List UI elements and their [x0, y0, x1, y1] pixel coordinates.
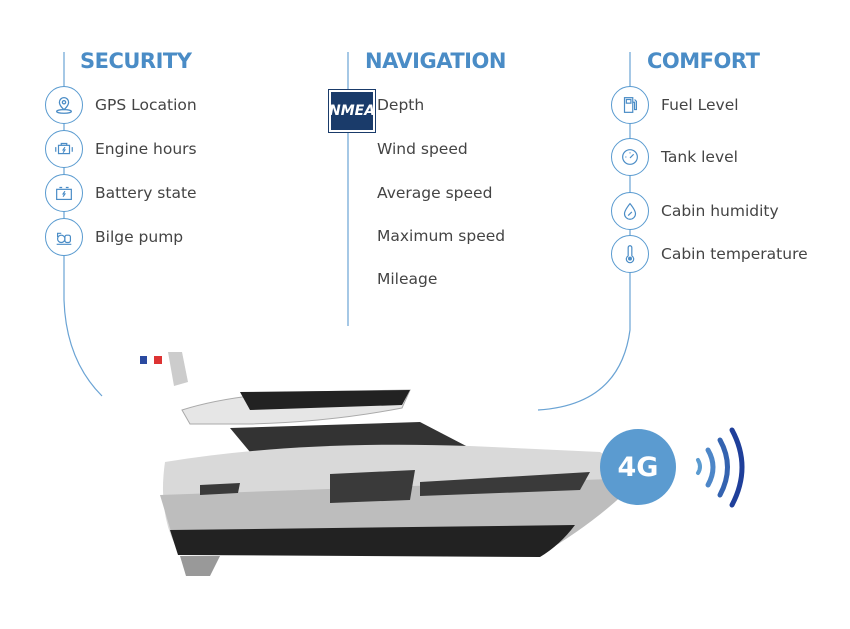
navigation-item: Depth — [377, 96, 425, 114]
fuel-icon — [611, 86, 649, 124]
humidity-icon — [611, 192, 649, 230]
security-item: Battery state — [95, 184, 197, 202]
navigation-item: Wind speed — [377, 140, 468, 158]
navigation-item: Average speed — [377, 184, 493, 202]
comfort-item: Cabin temperature — [661, 245, 808, 263]
security-item: GPS Location — [95, 96, 197, 114]
security-item: Engine hours — [95, 140, 197, 158]
boat-illustration — [140, 352, 641, 576]
navigation-item: Mileage — [377, 270, 438, 288]
pump-icon — [45, 218, 83, 256]
security-heading: SECURITY — [80, 49, 192, 73]
comfort-heading: COMFORT — [647, 49, 760, 73]
comfort-item: Cabin humidity — [661, 202, 779, 220]
4g-badge: 4G — [600, 429, 676, 505]
navigation-heading: NAVIGATION — [365, 49, 506, 73]
signal-waves-icon — [696, 427, 745, 508]
thermometer-icon — [611, 235, 649, 273]
comfort-item: Tank level — [661, 148, 738, 166]
comfort-item: Fuel Level — [661, 96, 739, 114]
gps-location-icon — [45, 86, 83, 124]
navigation-item: Maximum speed — [377, 227, 506, 245]
security-item: Bilge pump — [95, 228, 184, 246]
gauge-icon — [611, 138, 649, 176]
nmea-logo: NMEA — [328, 89, 376, 133]
battery-icon — [45, 174, 83, 212]
engine-icon — [45, 130, 83, 168]
